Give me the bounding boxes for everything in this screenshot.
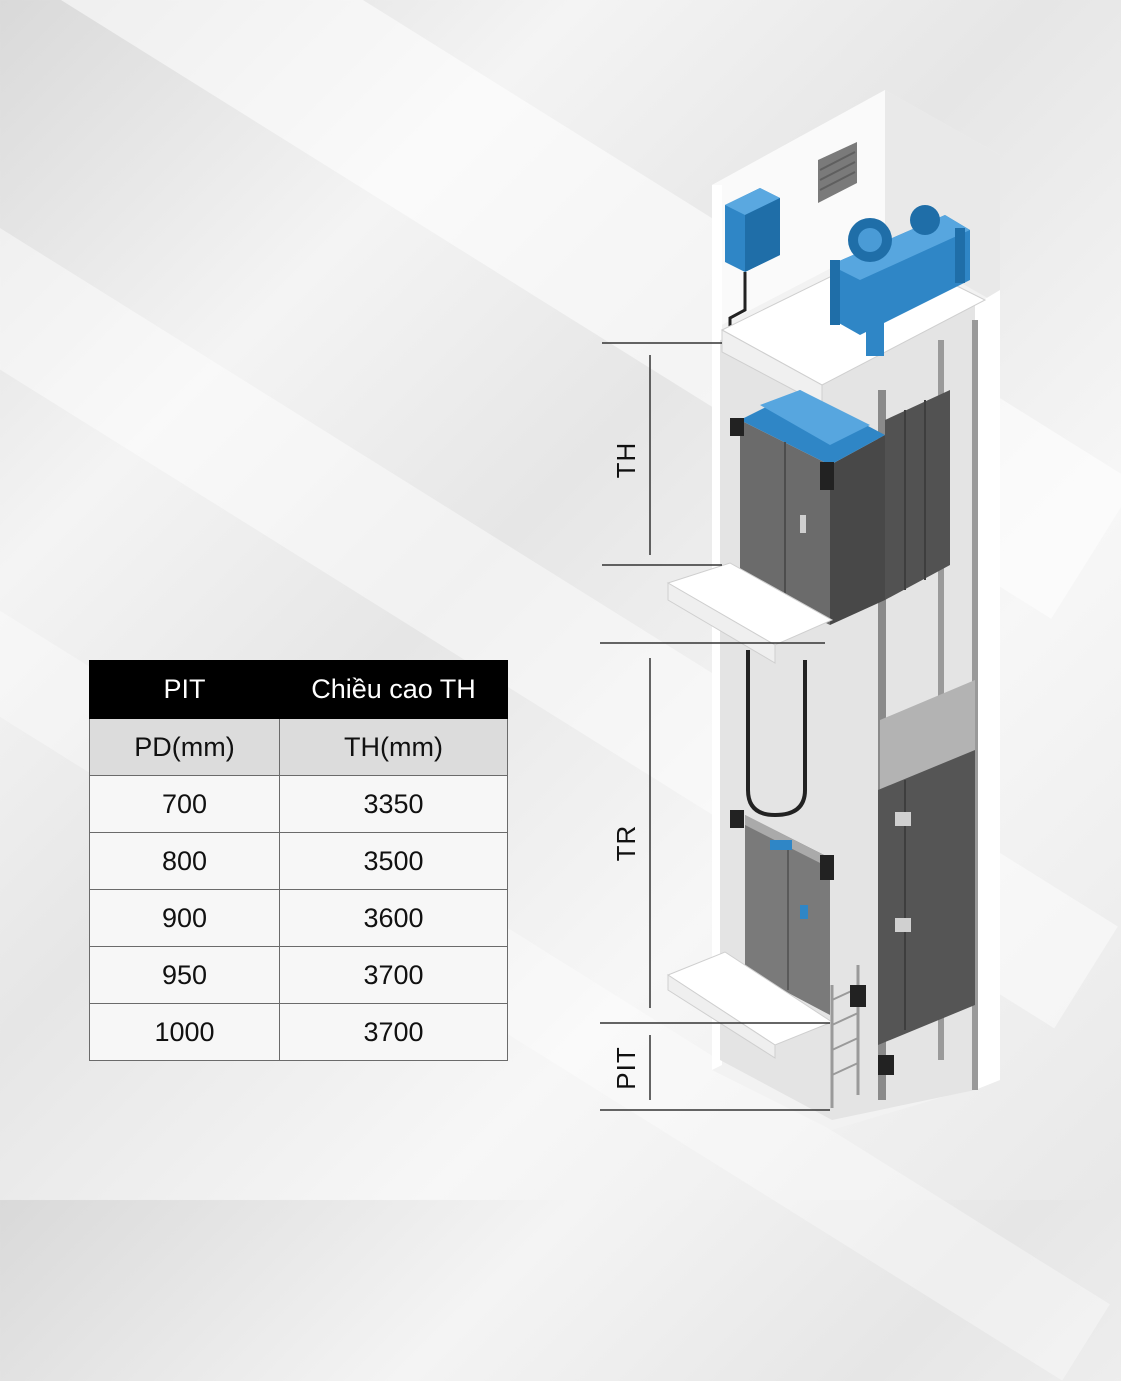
unit-pd: PD(mm) bbox=[89, 718, 280, 776]
table-row: 700 3350 bbox=[89, 775, 508, 833]
th-value: 3700 bbox=[279, 1003, 508, 1061]
vent-grille bbox=[818, 142, 857, 203]
counterweight-upper bbox=[885, 390, 950, 600]
tr-dimension-label: TR bbox=[611, 824, 641, 862]
elevator-cabin bbox=[730, 390, 885, 625]
dimension-lines bbox=[600, 342, 830, 1111]
traveling-cable bbox=[746, 650, 807, 818]
pit-height-table: PIT Chiều cao TH PD(mm) TH(mm) 700 3350 … bbox=[89, 660, 508, 1061]
th-value: 3700 bbox=[279, 946, 508, 1004]
pit-buffers bbox=[850, 985, 894, 1075]
pd-value: 800 bbox=[89, 832, 280, 890]
table-row: 950 3700 bbox=[89, 946, 508, 1004]
traction-machine bbox=[830, 205, 970, 356]
table-unit-row: PD(mm) TH(mm) bbox=[89, 718, 508, 776]
elevator-shaft-diagram bbox=[600, 90, 1000, 1130]
pit-dimension-label: PIT bbox=[611, 1046, 641, 1090]
pd-value: 700 bbox=[89, 775, 280, 833]
table-header-row: PIT Chiều cao TH bbox=[89, 660, 508, 719]
pd-value: 950 bbox=[89, 946, 280, 1004]
pd-value: 1000 bbox=[89, 1003, 280, 1061]
table-row: 800 3500 bbox=[89, 832, 508, 890]
th-dimension-label: TH bbox=[611, 441, 641, 479]
th-value: 3350 bbox=[279, 775, 508, 833]
unit-th: TH(mm) bbox=[279, 718, 508, 776]
header-th-height: Chiều cao TH bbox=[279, 660, 508, 719]
table-row: 900 3600 bbox=[89, 889, 508, 947]
th-value: 3500 bbox=[279, 832, 508, 890]
landing-door bbox=[730, 810, 834, 1015]
header-pit: PIT bbox=[89, 660, 280, 719]
table-row: 1000 3700 bbox=[89, 1003, 508, 1061]
pd-value: 900 bbox=[89, 889, 280, 947]
counterweight-lower bbox=[878, 680, 975, 1045]
th-value: 3600 bbox=[279, 889, 508, 947]
control-cabinet bbox=[725, 188, 780, 335]
